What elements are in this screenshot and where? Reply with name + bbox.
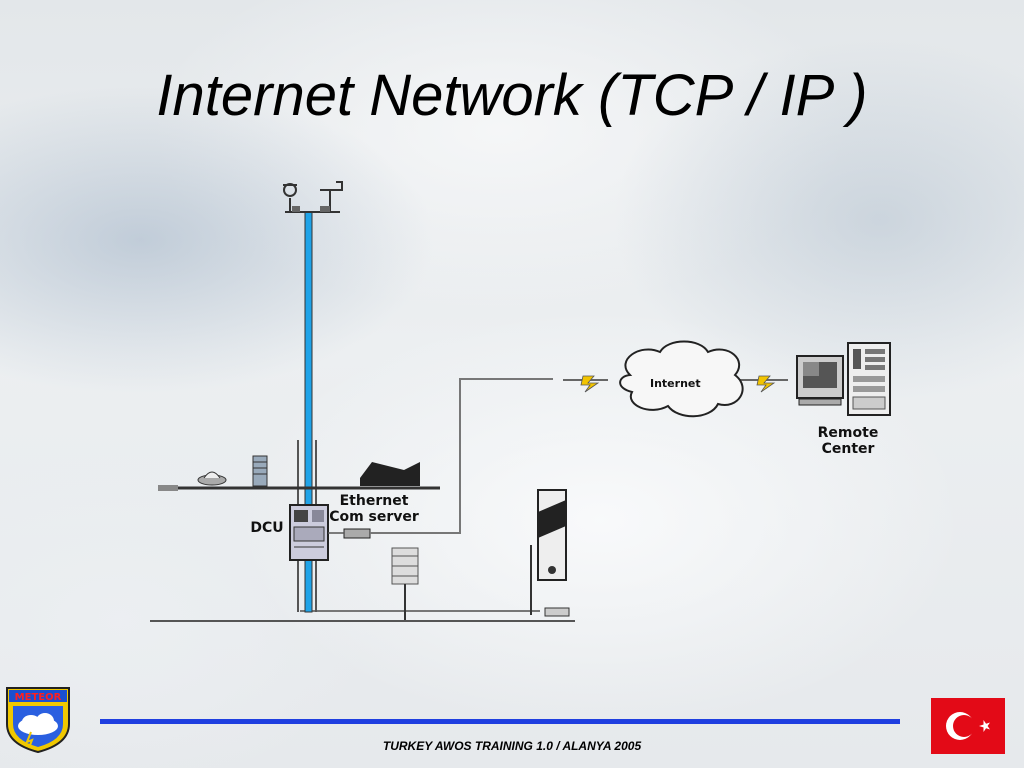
- dcu-box: [289, 504, 329, 561]
- internet-label: Internet: [650, 377, 701, 390]
- computer-icon: [796, 355, 844, 406]
- com-server-label: Ethernet Com server: [326, 493, 422, 525]
- footer-rule: [100, 719, 900, 724]
- sensor-arm: [158, 455, 440, 491]
- remote-center-label-line2: Center: [821, 441, 875, 457]
- com-server-label-line2: Com server: [329, 509, 419, 525]
- remote-center-label: Remote Center: [808, 425, 888, 457]
- remote-center-label-line1: Remote: [817, 425, 879, 441]
- com-server-device: [328, 528, 371, 539]
- svg-text:METEOR: METEOR: [15, 692, 62, 703]
- slide-title: Internet Network (TCP / IP ): [156, 63, 868, 128]
- footer-text: TURKEY AWOS TRAINING 1.0 / ALANYA 2005: [382, 739, 642, 753]
- dcu-label: DCU: [250, 520, 284, 536]
- internet-cloud: [619, 340, 744, 418]
- temperature-sensor: [391, 547, 419, 620]
- precipitation-sensor: [530, 489, 570, 617]
- turkish-flag: [931, 698, 1005, 754]
- network-cable: [370, 378, 553, 534]
- lightning-icon-right: [740, 375, 788, 393]
- meteor-logo: METEOR: [6, 687, 70, 754]
- server-rack-icon: [847, 342, 891, 416]
- weather-mast: [283, 181, 343, 613]
- com-server-label-line1: Ethernet: [339, 493, 409, 509]
- lightning-icon-left: [563, 375, 608, 393]
